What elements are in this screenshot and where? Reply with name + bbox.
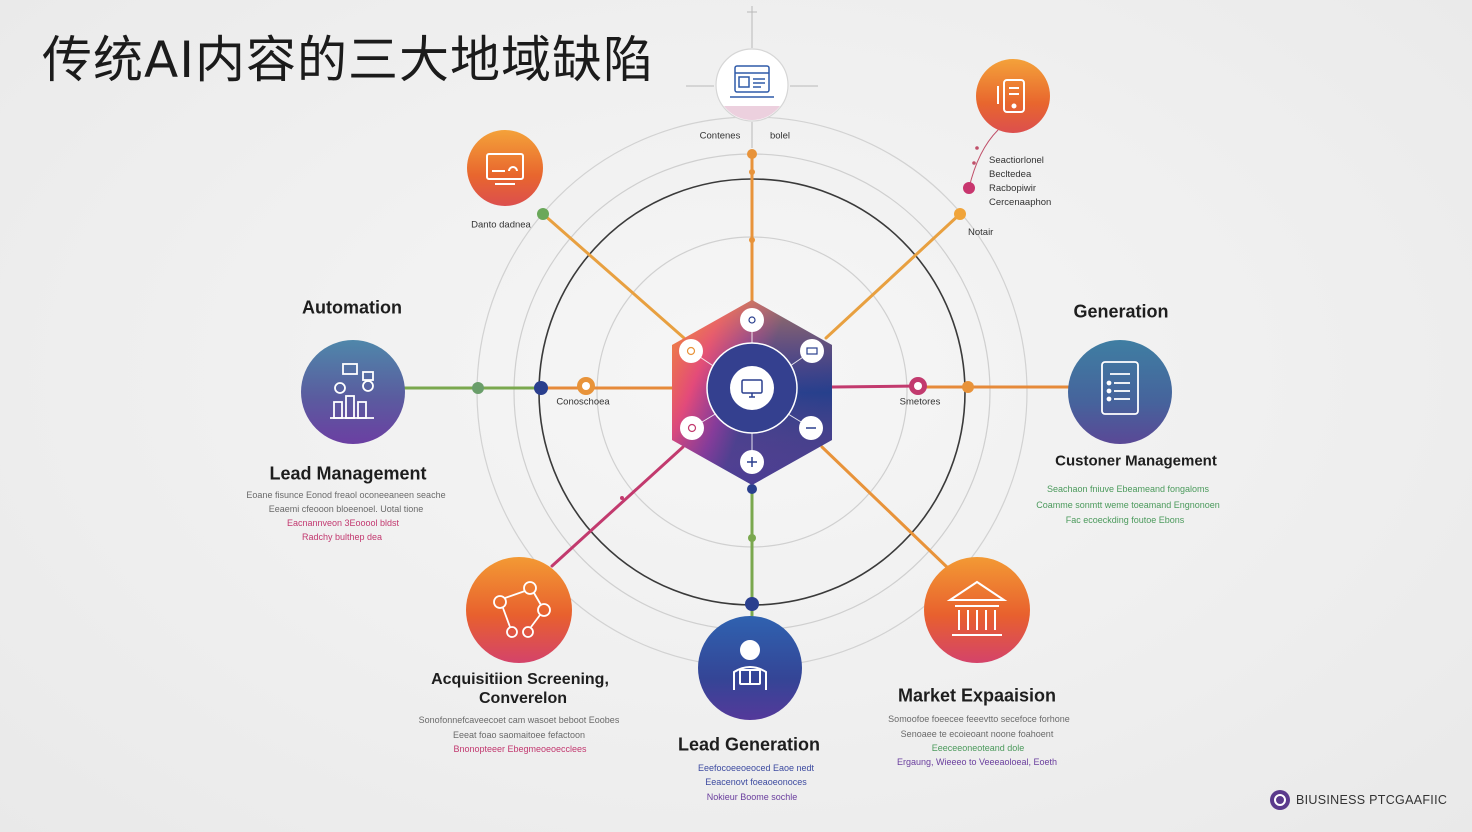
hub-node-icon (800, 339, 824, 363)
top-right-node-line: Becltedea (989, 169, 1032, 180)
top-left-node-label: Danto dadnea (471, 219, 531, 231)
bottom-right-node-description-line: Somoofoe foeecee feeevtto secefoce forho… (888, 714, 1070, 724)
top-right-node-line: Seactiorlonel (989, 155, 1044, 166)
hub-satellites (679, 308, 824, 474)
brand-logo: BIUSINESS PTCGAAFIIC (1270, 790, 1447, 810)
bottom-left-node (466, 557, 572, 663)
top-node-label-right: bolel (769, 130, 791, 142)
hub-node-icon (679, 339, 703, 363)
top-right-node (976, 59, 1050, 133)
bottom-node (698, 616, 802, 720)
bank-building-icon (946, 580, 1008, 636)
right-node-description-line: Fac ecoeckding foutoe Ebons (1065, 515, 1185, 525)
top-crosshair (686, 6, 818, 148)
monitor-icon (741, 379, 763, 398)
left-node-description-line: Eeaemi cfeooon bloeenoel. Uotal tione (268, 504, 424, 514)
left-node-description-line: Eacnannveon 3Eooool bldst (286, 518, 400, 528)
right-node-description-line: Seachaon fniuve Ebeameand fongaloms (1046, 484, 1210, 494)
circle-logo-icon (1270, 790, 1290, 810)
hub-node-icon (740, 450, 764, 474)
left-node-subheading: Lead Management (269, 463, 427, 484)
bottom-right-node-heading: Market Expaaision (897, 685, 1057, 706)
right-node-subheading: Custoner Management (1055, 452, 1217, 470)
connector-top-right (824, 212, 962, 340)
team-analytics-icon (330, 363, 374, 419)
page-title: 传统AI内容的三大地域缺陷 (42, 31, 654, 89)
bottom-left-node-description-line: Bnonopteeer Ebegmeoeoecclees (453, 744, 587, 754)
hub-node-icon (799, 416, 823, 440)
left-node-heading: Automation (302, 297, 402, 318)
laptop-icon (486, 153, 524, 185)
top-node-label-left: Contenes (699, 130, 741, 142)
connector-right-magenta (830, 384, 920, 389)
top-right-node-footer: Notair (968, 227, 994, 238)
left-node-description-line: Radchy bulthep dea (301, 532, 383, 542)
bottom-node-heading: Lead Generation (677, 734, 821, 755)
left-node (301, 340, 405, 444)
top-node (715, 48, 789, 122)
right-node-heading: Generation (1073, 301, 1169, 322)
left-node-description-line: Eoane fisunce Eonod freaol oconeeaneen s… (246, 490, 446, 500)
bottom-node-description-line: Eeefocoeeoeoced Eaoe nedt (697, 763, 815, 773)
connector-top-right-thread (968, 129, 999, 189)
bottom-right-node-description-line: Ergaung, Wieeeo to Veeeaoloeal, Eoeth (896, 757, 1058, 767)
connector-top-left (541, 212, 686, 340)
bottom-right-node (924, 557, 1030, 663)
bottom-node-description-line: Nokieur Boome sochle (706, 792, 798, 802)
brand-name: BIUSINESS PTCGAAFIIC (1296, 793, 1448, 807)
connector-label-right: Smetores (899, 396, 941, 408)
person-reading-icon (733, 640, 767, 690)
hub-center (730, 366, 774, 410)
document-list-icon (1101, 361, 1139, 415)
bottom-right-node-description-line: Senoaee te ecoieoant noone foahoent (900, 729, 1054, 739)
connector-bottom-right (820, 445, 952, 572)
hub-node-icon (740, 308, 764, 332)
top-right-node-line: Racbopiwir (989, 183, 1036, 194)
connector-label-left: Conoschoea (556, 396, 610, 408)
bottom-left-node-description-line: Eeeat foao saomaitoee fefactoon (452, 730, 586, 740)
right-node (1068, 340, 1172, 444)
bottom-left-node-heading: Acquisitiion Screening, (431, 671, 609, 688)
bottom-node-description-line: Eeacenovt foeaoeonoces (705, 777, 807, 787)
right-node-description-line: Coamme sonmtt weme toeamand Engnonoen (1036, 500, 1220, 510)
connector-bottom-left (550, 445, 685, 568)
hub-node-icon (680, 416, 704, 440)
central-hub (672, 300, 832, 485)
bottom-left-node-heading: Converelon (478, 690, 568, 707)
top-left-node (467, 130, 543, 206)
bottom-left-node-description-line: Sonofonnefcaveecoet cam wasoet beboot Eo… (418, 715, 620, 725)
bottom-right-node-description-line: Eeeceeoneoteand dole (931, 743, 1025, 753)
connector-dots (472, 146, 979, 611)
network-people-icon (493, 581, 551, 638)
dashboard-icon (730, 65, 774, 98)
top-right-node-line: Cercenaaphon (989, 197, 1052, 208)
mobile-document-icon (997, 79, 1025, 113)
